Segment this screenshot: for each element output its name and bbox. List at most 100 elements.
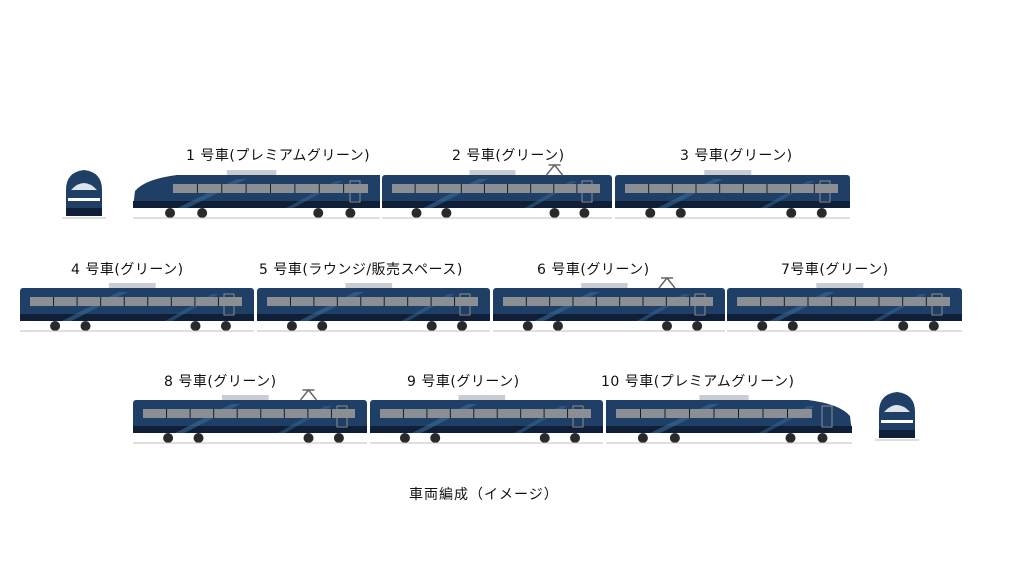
car-skirt (257, 314, 490, 321)
car-5 (257, 283, 490, 332)
roof-unit (704, 170, 752, 175)
cab-front-body (879, 392, 915, 438)
wheel (785, 433, 796, 443)
car-door (821, 405, 833, 428)
car-door (336, 405, 348, 428)
wheel (539, 433, 550, 443)
wheel (787, 321, 798, 331)
wheel (190, 321, 201, 331)
wheel (193, 433, 204, 443)
wheel (692, 321, 703, 331)
roof-unit (345, 283, 393, 288)
car-door (459, 293, 471, 316)
window-band (30, 297, 242, 306)
wheel (579, 208, 590, 218)
window-band (143, 409, 355, 418)
wheel (313, 208, 324, 218)
roof-unit (458, 395, 506, 400)
roof-unit (469, 170, 516, 175)
cab-front-body (66, 170, 102, 216)
roof-unit (699, 395, 749, 400)
car-skirt (606, 426, 852, 433)
car-2 (382, 163, 612, 219)
car-label-9: 9 号車(グリーン) (407, 374, 520, 390)
car-10 (606, 395, 852, 444)
car-label-8: 8 号車(グリーン) (164, 374, 277, 390)
roof-unit (221, 395, 269, 400)
wheel (197, 208, 208, 218)
wheel (50, 321, 61, 331)
car-door (694, 293, 706, 316)
car-label-4: 4 号車(グリーン) (71, 262, 184, 278)
cab-front-window (884, 405, 910, 412)
window-band (625, 184, 838, 193)
car-door (572, 405, 584, 428)
wheel (163, 433, 174, 443)
car-label-10: 10 号車(プレミアムグリーン) (601, 374, 795, 390)
wheel (662, 321, 672, 331)
wheel (399, 433, 410, 443)
car-skirt (382, 201, 612, 208)
cab-front-skirt (879, 430, 915, 438)
pantograph (545, 163, 564, 176)
wheel (522, 321, 533, 331)
roof-unit (816, 283, 864, 288)
car-skirt (133, 426, 367, 433)
wheel (165, 208, 176, 218)
window-band (267, 297, 478, 306)
car-label-5: 5 号車(ラウンジ/販売スペース) (259, 262, 463, 278)
car-skirt (615, 201, 850, 208)
car-skirt (133, 201, 380, 208)
wheel (426, 321, 437, 331)
car-label-6: 6 号車(グリーン) (537, 262, 650, 278)
car-skirt (493, 314, 725, 321)
wheel (303, 433, 314, 443)
window-band (503, 297, 713, 306)
roof-unit (108, 283, 156, 288)
cab-front-window (71, 183, 97, 190)
cab-front-stripe (68, 198, 100, 201)
roof-unit (581, 283, 628, 288)
car-label-3: 3 号車(グリーン) (680, 148, 793, 164)
car-8 (133, 388, 367, 444)
car-4 (20, 283, 254, 332)
car-skirt (727, 314, 962, 321)
car-label-7: 7号車(グリーン) (781, 262, 889, 278)
wheel (898, 321, 909, 331)
wheel (441, 208, 452, 218)
car-label-1: 1 号車(プレミアムグリーン) (186, 148, 371, 164)
car-door (931, 293, 943, 316)
wheel (928, 321, 939, 331)
car-skirt (20, 314, 254, 321)
wheel (675, 208, 686, 218)
wheel (816, 208, 827, 218)
wheel (552, 321, 563, 331)
car-door (819, 180, 831, 203)
diagram-caption: 車両編成（イメージ） (409, 487, 559, 503)
wheel (286, 321, 297, 331)
car-7 (727, 283, 962, 332)
pantograph (299, 388, 318, 401)
wheel (669, 433, 680, 443)
cab-front-stripe (881, 420, 913, 423)
wheel (549, 208, 560, 218)
cab-front-view-right (875, 392, 919, 441)
car-skirt (370, 426, 603, 433)
car-door (349, 180, 361, 203)
wheel (457, 321, 468, 331)
window-band (392, 184, 600, 193)
window-band (380, 409, 591, 418)
car-door (223, 293, 235, 316)
wheel (220, 321, 231, 331)
wheel (333, 433, 344, 443)
roof-unit (226, 170, 277, 175)
cab-front-skirt (66, 208, 102, 216)
car-label-2: 2 号車(グリーン) (452, 148, 565, 164)
car-1 (133, 170, 380, 219)
pantograph (658, 276, 676, 289)
car-door (581, 180, 593, 203)
wheel (430, 433, 441, 443)
wheel (786, 208, 797, 218)
car-3 (615, 170, 850, 219)
